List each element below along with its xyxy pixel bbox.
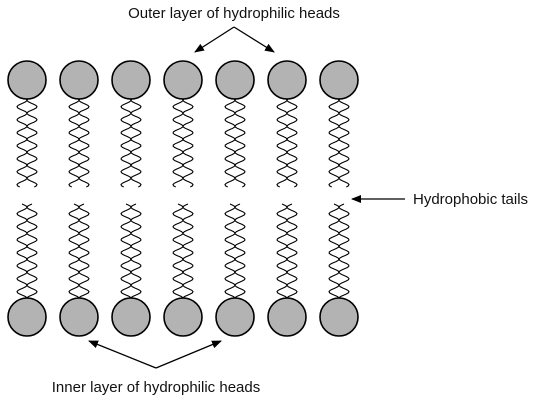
phospholipid-group xyxy=(7,60,359,337)
hydrophobic-tail xyxy=(328,96,340,188)
hydrophobic-tail xyxy=(78,203,90,301)
outer-arrow-right xyxy=(233,26,275,53)
hydrophobic-tail xyxy=(286,96,298,188)
outer-layer-label: Outer layer of hydrophilic heads xyxy=(128,5,340,22)
hydrophilic-head-outer xyxy=(111,60,151,100)
hydrophilic-head-outer xyxy=(319,60,359,100)
hydrophilic-head-inner xyxy=(319,297,359,337)
hydrophobic-tail xyxy=(182,96,194,188)
hydrophobic-tail xyxy=(26,96,38,188)
hydrophilic-head-outer xyxy=(215,60,255,100)
hydrophilic-head-outer xyxy=(7,60,47,100)
inner-layer-label: Inner layer of hydrophilic heads xyxy=(52,379,260,396)
hydrophobic-tail xyxy=(68,96,80,188)
hydrophobic-tails-label: Hydrophobic tails xyxy=(413,191,528,208)
hydrophilic-head-outer xyxy=(163,60,203,100)
hydrophobic-tail xyxy=(172,96,184,188)
hydrophobic-tail xyxy=(130,203,142,301)
hydrophobic-tail xyxy=(78,96,90,188)
hydrophilic-head-outer xyxy=(267,60,307,100)
hydrophobic-tail xyxy=(16,203,28,301)
hydrophilic-head-inner xyxy=(7,297,47,337)
inner-arrow-right xyxy=(155,340,222,369)
hydrophilic-head-inner xyxy=(59,297,99,337)
inner-arrow-left xyxy=(88,340,157,369)
hydrophobic-tail xyxy=(172,203,184,301)
hydrophobic-tail xyxy=(16,96,28,188)
hydrophobic-tail xyxy=(182,203,194,301)
hydrophilic-head-outer xyxy=(59,60,99,100)
hydrophobic-tail xyxy=(338,203,350,301)
hydrophilic-head-inner xyxy=(267,297,307,337)
hydrophobic-tail xyxy=(234,96,246,188)
hydrophobic-tail xyxy=(328,203,340,301)
hydrophobic-tail xyxy=(276,203,288,301)
hydrophilic-head-inner xyxy=(215,297,255,337)
hydrophobic-tail xyxy=(234,203,246,301)
hydrophobic-tail xyxy=(68,203,80,301)
hydrophobic-tail xyxy=(26,203,38,301)
hydrophobic-tail xyxy=(130,96,142,188)
hydrophobic-tail xyxy=(338,96,350,188)
hydrophobic-tail xyxy=(120,203,132,301)
hydrophobic-tail xyxy=(224,203,236,301)
hydrophobic-tail xyxy=(120,96,132,188)
hydrophobic-tail xyxy=(276,96,288,188)
hydrophilic-head-inner xyxy=(111,297,151,337)
hydrophobic-tail xyxy=(286,203,298,301)
hydrophilic-head-inner xyxy=(163,297,203,337)
outer-arrow-left xyxy=(194,26,235,53)
hydrophobic-tail xyxy=(224,96,236,188)
